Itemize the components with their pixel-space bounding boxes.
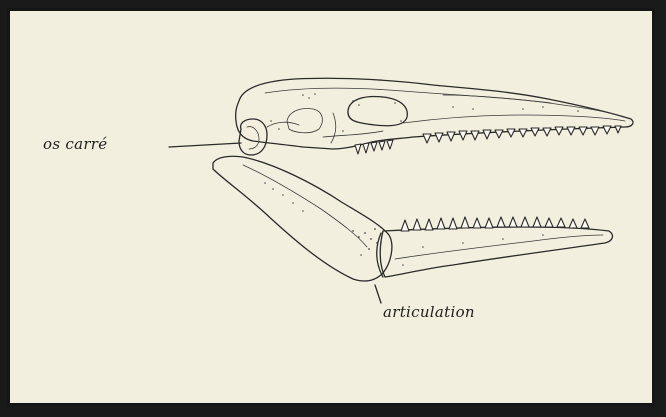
articulation-label: articulation xyxy=(383,303,475,321)
lower-jaw xyxy=(213,156,612,281)
temporal-fenestra xyxy=(287,109,322,133)
maxilla-line xyxy=(403,115,625,123)
lower-teeth xyxy=(401,217,589,231)
dorsal-ridge xyxy=(265,88,551,103)
skull-drawing xyxy=(10,11,652,403)
illustration-panel: os carré articulation xyxy=(7,8,655,406)
orbit xyxy=(348,97,407,126)
upper-teeth xyxy=(355,126,621,154)
articulation-leader-line xyxy=(375,285,381,303)
quadrate-bone xyxy=(239,119,299,155)
lower-jaw-dentary xyxy=(380,227,612,277)
jugal-line xyxy=(323,131,383,137)
quadrate-label: os carré xyxy=(43,135,107,153)
postorbital-bar xyxy=(331,113,336,143)
skull-outline xyxy=(236,78,633,149)
skull-stippling xyxy=(270,93,579,132)
upper-skull xyxy=(236,78,633,149)
quadrate-leader-line xyxy=(169,143,241,147)
nasal-bone xyxy=(443,95,623,117)
dentary-lower-line xyxy=(395,235,603,259)
lower-jaw-posterior xyxy=(213,156,392,281)
